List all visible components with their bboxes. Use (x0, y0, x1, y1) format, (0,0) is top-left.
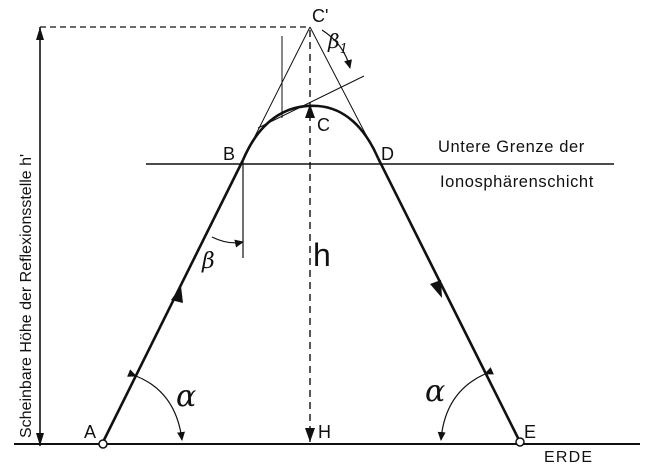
point-a-marker (98, 439, 108, 449)
label-point-c: C (317, 115, 330, 135)
label-boundary-line1: Untere Grenze der (438, 138, 585, 156)
beta1-symbol: β (327, 29, 340, 53)
apparent-height-arrowhead-top (36, 27, 44, 40)
reflection-curve-bcd (241, 104, 380, 161)
h-arrowhead-top (305, 104, 315, 118)
label-point-b: B (223, 144, 235, 164)
alpha-angle-arc-right (437, 367, 494, 441)
label-angle-beta1: β1 (327, 29, 348, 57)
ray-d-to-e (376, 157, 522, 443)
beta1-angle-arc (321, 29, 352, 69)
label-point-a: A (84, 422, 96, 442)
beta1-subscript: 1 (340, 42, 348, 57)
label-boundary-line2: Ionosphärenschicht (440, 173, 594, 191)
label-point-e: E (524, 422, 536, 442)
label-angle-alpha-left: α (176, 379, 196, 414)
label-apparent-height: Scheinbare Höhe der Reflexionsstelle h' (18, 154, 35, 438)
label-ground-erde: ERDE (544, 449, 593, 466)
label-height-h: h (313, 237, 331, 273)
label-point-d: D (381, 144, 394, 164)
label-point-c-prime: C' (312, 6, 328, 26)
beta-angle-arc (211, 236, 244, 248)
label-angle-alpha-right: α (425, 374, 445, 409)
extension-d-to-cprime (309, 26, 379, 159)
ray-down-arrow (430, 280, 442, 298)
point-e-marker (515, 437, 525, 447)
label-angle-beta: β (201, 249, 215, 274)
alpha-angle-arc-left (127, 369, 185, 441)
apparent-height-arrowhead-bottom (36, 433, 44, 446)
ray-a-to-b (101, 159, 245, 443)
tangent-line-right (257, 75, 365, 129)
ray-up-arrow (171, 286, 183, 303)
label-point-h: H (318, 422, 331, 442)
h-arrowhead-bottom (305, 428, 315, 442)
extension-b-to-cprime (242, 26, 311, 161)
